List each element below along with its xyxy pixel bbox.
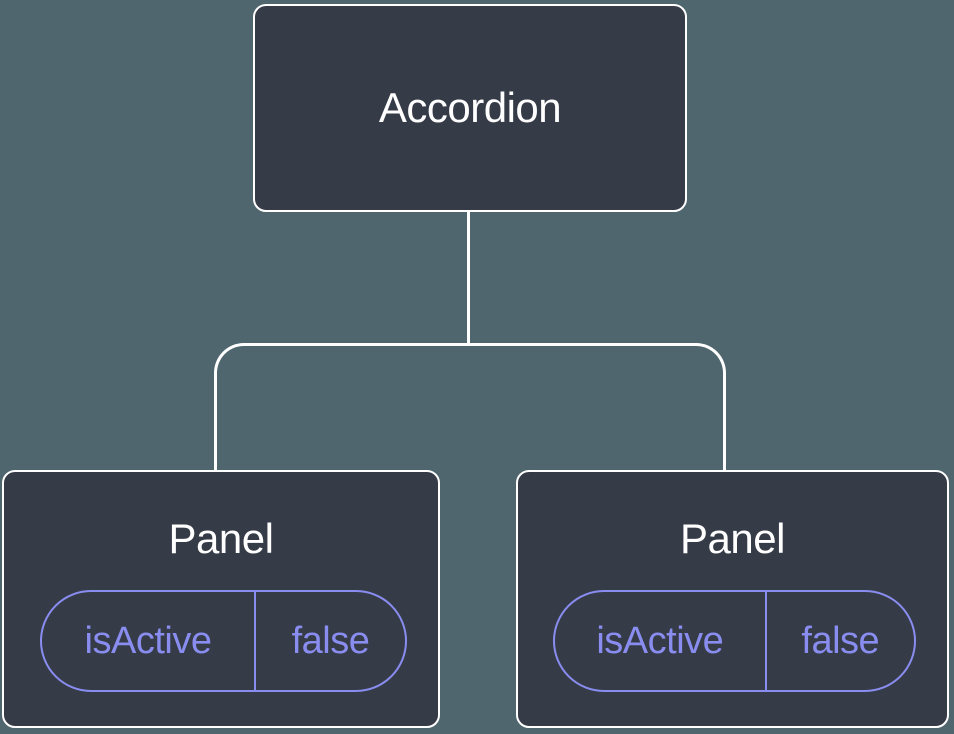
state-value-label: false [764, 592, 914, 690]
state-key-label: isActive [84, 619, 212, 662]
state-value-label: false [253, 592, 405, 690]
panel-node-left-label: Panel [168, 515, 274, 562]
panel-node-right: Panel isActive false [516, 470, 949, 728]
state-key-label: isActive [596, 619, 724, 662]
panel-node-right-label: Panel [680, 515, 785, 562]
connector-stem-line [467, 212, 470, 346]
state-pill-left: isActive false [40, 590, 407, 692]
panel-node-left: Panel isActive false [2, 470, 440, 728]
state-pill-right: isActive false [553, 590, 916, 692]
connector-branch-bracket [214, 343, 726, 470]
accordion-node: Accordion [253, 4, 687, 212]
accordion-node-label: Accordion [378, 84, 562, 131]
